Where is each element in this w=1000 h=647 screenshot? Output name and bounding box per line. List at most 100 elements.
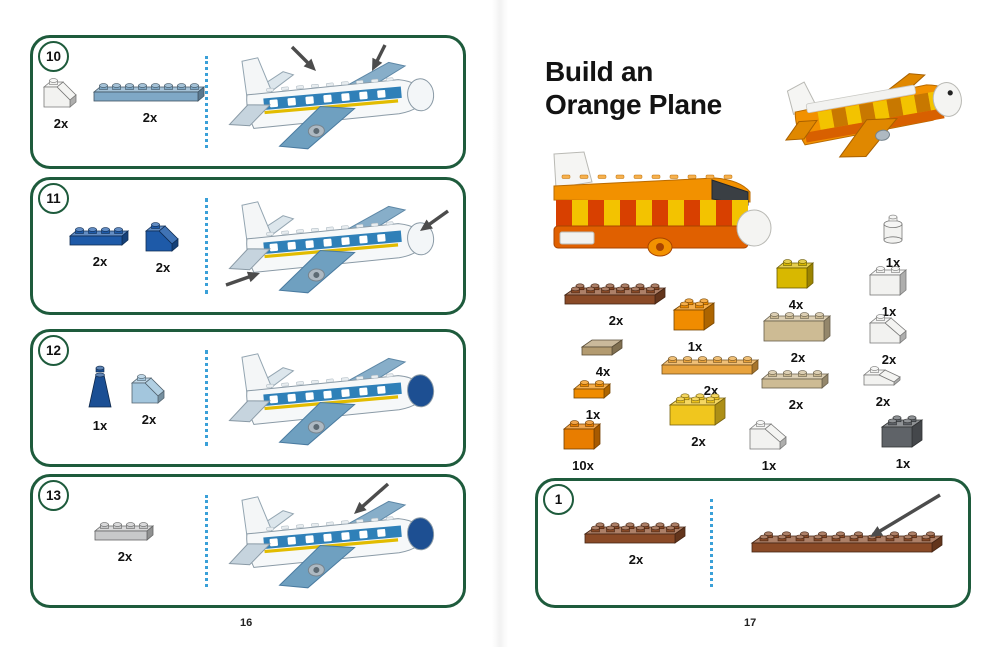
page-number-left: 16: [240, 617, 253, 629]
white-slope-1x2: 1x: [748, 416, 790, 473]
light-gray-plate-1x4-visual: [93, 518, 157, 547]
page-number-right: 17: [744, 617, 757, 629]
dotted-divider: [205, 56, 208, 148]
brown-plate-2x6: 2x: [583, 519, 689, 567]
part-quantity: 2x: [53, 115, 69, 131]
white-brick-1x2: 1x: [868, 262, 910, 319]
medium-orange-plate-1x6-visual: [660, 352, 762, 381]
step-box-11: 11 2x 2x: [30, 177, 466, 315]
part-quantity: 2x: [790, 350, 806, 365]
brown-plate-2x6-visual: [583, 519, 689, 550]
blue-plate-1x4: 2x: [68, 223, 132, 269]
part-quantity: 4x: [788, 297, 804, 312]
dotted-divider: [205, 350, 208, 446]
white-slope-1x2-b: 2x: [868, 310, 910, 367]
white-brick-1x2-visual: [868, 262, 910, 302]
medium-orange-plate-1x6: 2x: [660, 352, 762, 398]
part-quantity: 1x: [92, 418, 108, 433]
white-wedge-2x2: 2x: [42, 74, 80, 131]
blue-plate-1x4-visual: [68, 223, 132, 252]
dark-yellow-brick-1x2-visual: [775, 255, 817, 295]
part-quantity: 1x: [881, 304, 897, 319]
dark-tan-tile-2x2-visual: [580, 332, 626, 362]
white-wedge-2x2-visual: [42, 74, 80, 114]
dotted-divider: [205, 198, 208, 294]
step-box-1: 1 2x: [535, 478, 971, 608]
step-parts: 2x: [47, 477, 203, 605]
white-wedge-plate-1x2-visual: [862, 362, 904, 392]
step-parts: 2x 2x: [47, 180, 203, 312]
step-number-badge: 12: [38, 335, 69, 366]
dark-gray-brick-2x2: 1x: [880, 412, 926, 471]
light-gray-plate-1x4: 2x: [93, 518, 157, 564]
orange-plate-1x2-visual: [572, 376, 614, 405]
light-blue-slope-1x2: 2x: [130, 370, 168, 427]
blue-slope-1x2-visual: [144, 218, 182, 258]
blue-slope-1x2: 2x: [144, 218, 182, 275]
dotted-divider: [710, 499, 713, 587]
orange-plate-1x2: 1x: [572, 376, 614, 422]
part-quantity: 4x: [595, 364, 611, 379]
step-number-badge: 10: [38, 41, 69, 72]
plane-illustration: [215, 477, 459, 605]
step-parts: 1x 2x: [47, 332, 203, 464]
part-quantity: 1x: [885, 255, 901, 270]
step-box-13: 13 2x: [30, 474, 466, 608]
orange-brick-2x2: 1x: [672, 295, 718, 354]
dark-yellow-brick-1x2: 4x: [775, 255, 817, 312]
brown-plate-2x10: [750, 528, 946, 559]
part-quantity: 2x: [875, 394, 891, 409]
orange-plane-front-illustration: [540, 148, 775, 268]
plane-illustration: [215, 332, 459, 464]
white-round-brick-1x1-visual: [878, 212, 908, 253]
sand-blue-plate-1x8-visual: [92, 79, 208, 108]
white-slope-1x2-b-visual: [868, 310, 910, 350]
step-result-piece: [738, 481, 958, 605]
part-quantity: 1x: [585, 407, 601, 422]
tan-plate-1x4-visual: [760, 366, 832, 395]
dark-gray-brick-2x2-visual: [880, 412, 926, 454]
orange-brick-1x2-visual: [562, 416, 604, 456]
step-number-badge: 11: [38, 183, 69, 214]
part-quantity: 2x: [141, 411, 157, 427]
part-quantity: 2x: [628, 552, 644, 567]
tan-brick-1x4-visual: [762, 308, 834, 348]
part-quantity: 2x: [691, 434, 706, 449]
part-quantity: 1x: [761, 458, 777, 473]
plane-illustration: [215, 38, 459, 166]
tan-brick-1x4: 2x: [762, 308, 834, 365]
part-quantity: 2x: [881, 352, 897, 367]
part-quantity: 1x: [895, 456, 911, 471]
part-quantity: 2x: [92, 254, 108, 269]
step-box-12: 12 1x 2x: [30, 329, 466, 467]
dark-tan-tile-2x2: 4x: [580, 332, 626, 379]
page-gutter: [492, 0, 508, 647]
dotted-divider: [205, 495, 208, 587]
part-quantity: 2x: [608, 313, 624, 328]
brown-plate-2x6-visual: [563, 280, 669, 311]
white-wedge-plate-1x2: 2x: [862, 362, 904, 409]
step-parts: 2x 2x: [42, 38, 206, 166]
step-parts: 2x: [566, 481, 706, 605]
orange-brick-1x2: 10x: [562, 416, 604, 473]
page-title-line1: Build an: [545, 56, 654, 87]
plane-illustration: [215, 180, 459, 312]
orange-brick-2x2-visual: [672, 295, 718, 337]
white-slope-1x2-visual: [748, 416, 790, 456]
yellow-brick-2x3-visual: [668, 390, 729, 432]
part-quantity: 2x: [142, 110, 158, 125]
brown-plate-2x6: 2x: [563, 280, 669, 328]
part-quantity: 2x: [788, 397, 804, 412]
yellow-brick-2x3: 2x: [668, 390, 729, 449]
orange-plane-side-illustration: [782, 46, 977, 201]
blue-nose-cone-visual: [82, 363, 118, 416]
light-blue-slope-1x2-visual: [130, 370, 168, 410]
page-title: Build an Orange Plane: [545, 55, 722, 121]
tan-plate-1x4: 2x: [760, 366, 832, 412]
step-number-badge: 13: [38, 480, 69, 511]
page-title-line2: Orange Plane: [545, 89, 722, 121]
part-quantity: 1x: [687, 339, 703, 354]
blue-nose-cone: 1x: [82, 363, 118, 433]
part-quantity: 2x: [155, 259, 171, 275]
